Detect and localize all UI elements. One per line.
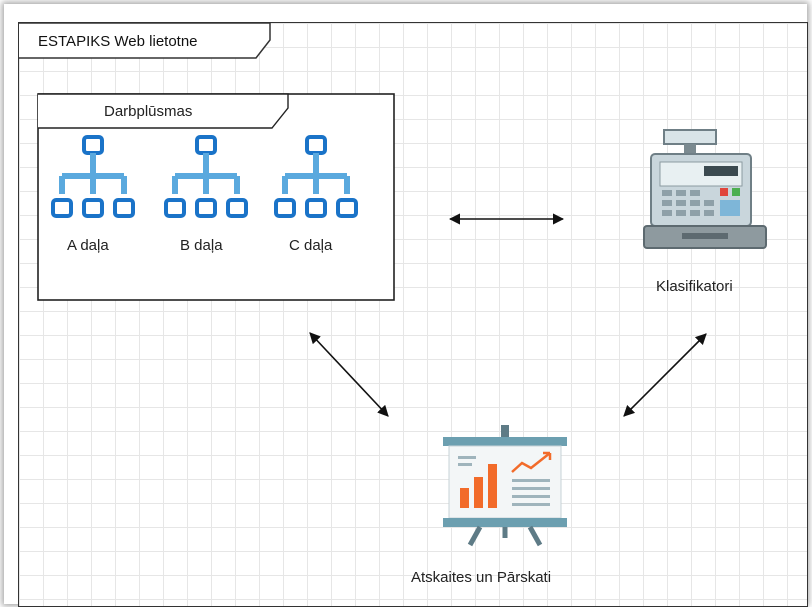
presentation-chart-icon (443, 425, 567, 547)
workflow-label-c: C daļa (289, 237, 333, 254)
workflows-title: Darbplūsmas (104, 103, 193, 120)
classifiers-label: Klasifikatori (656, 278, 733, 295)
app-frame-title-tab (19, 22, 271, 59)
hierarchy-icon (274, 135, 358, 218)
connector-classifiers-reports (623, 333, 707, 417)
app-frame-title: ESTAPIKS Web lietotne (38, 33, 198, 50)
hierarchy-icon (51, 135, 135, 218)
workflow-label-a: A daļa (67, 237, 109, 254)
workflows-title-tab (38, 93, 289, 129)
connector-workflows-reports (309, 332, 389, 417)
workflow-label-b: B daļa (180, 237, 223, 254)
reports-label: Atskaites un Pārskati (411, 569, 552, 586)
hierarchy-icon (164, 135, 248, 218)
cash-register-icon (643, 129, 767, 249)
